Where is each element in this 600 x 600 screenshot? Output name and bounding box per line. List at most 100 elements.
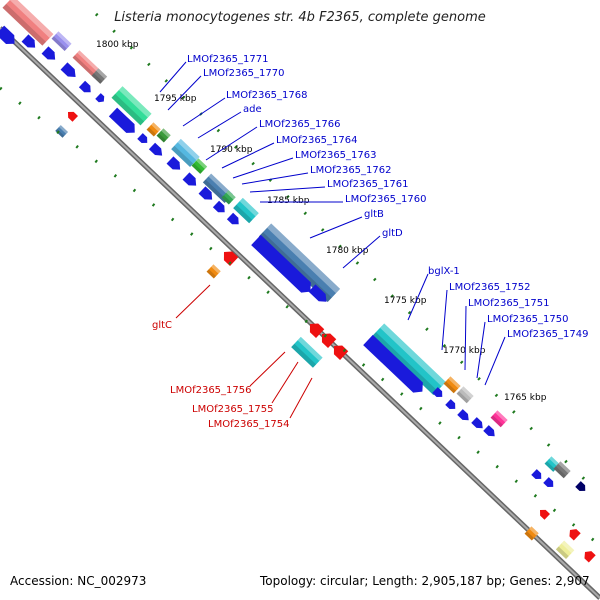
gene-label-text: bglX-1: [428, 266, 460, 277]
gene-label-text: LMOf2365_1763: [295, 150, 377, 161]
cds-12: [198, 186, 213, 200]
cds-14: [226, 212, 239, 225]
gene-label-text: LMOf2365_1754: [208, 419, 290, 430]
rcds-6: [540, 509, 551, 520]
leader-line: [205, 126, 258, 161]
forward-gene-labels: LMOf2365_1771 LMOf2365_1770 LMOf2365_176…: [159, 54, 589, 386]
tick-label-1780: 1780 kbp: [326, 246, 369, 256]
cds-3: [41, 46, 56, 60]
cds-15: [308, 284, 327, 302]
leader-line: [476, 321, 486, 379]
band-orange-2: [443, 376, 461, 394]
band-grey-3: [553, 461, 571, 479]
leader-line: [249, 351, 286, 387]
cds-20: [471, 417, 483, 429]
gene-label-LMOf2365_1771[interactable]: LMOf2365_1771: [159, 54, 269, 93]
gene-label-text: LMOf2365_1752: [449, 282, 531, 293]
band-pink: [490, 410, 508, 428]
band-green-1: [156, 128, 171, 143]
band-skyblue: [171, 138, 200, 167]
tick-label-1770: 1770 kbp: [443, 346, 486, 356]
gene-label-LMOf2365_1766[interactable]: LMOf2365_1766: [205, 119, 341, 161]
gene-label-LMOf2365_1768[interactable]: LMOf2365_1768: [182, 90, 308, 127]
rcds-2: [223, 251, 239, 266]
leader-line: [441, 289, 448, 351]
gene-label-LMOf2365_1763[interactable]: LMOf2365_1763: [232, 150, 377, 179]
cds-18: [445, 399, 456, 410]
cds-10: [166, 156, 181, 170]
band-salmon-2: [72, 50, 102, 79]
band-mint: [111, 86, 152, 126]
leader-line: [221, 142, 275, 169]
gene-label-LMOf2365_1751[interactable]: LMOf2365_1751: [464, 298, 550, 371]
gene-label-LMOf2365_1755[interactable]: LMOf2365_1755: [192, 361, 299, 415]
cds-23: [543, 477, 554, 488]
leader-line: [342, 235, 381, 269]
gene-label-LMOf2365_1752[interactable]: LMOf2365_1752: [441, 282, 531, 351]
cds-13: [212, 200, 225, 213]
gene-label-LMOf2365_1749[interactable]: LMOf2365_1749: [484, 329, 589, 386]
cds-21: [483, 425, 495, 437]
genome-backbone-highlight: [0, 27, 600, 599]
gene-label-LMOf2365_1754[interactable]: LMOf2365_1754: [208, 377, 313, 430]
tick-label-1765: 1765 kbp: [504, 393, 547, 403]
gene-label-LMOf2365_1770[interactable]: LMOf2365_1770: [167, 68, 285, 111]
accession-label: Accession: NC_002973: [10, 574, 147, 588]
tick-label-1785: 1785 kbp: [267, 196, 310, 206]
leader-line: [484, 336, 506, 386]
band-rev-yellow: [555, 540, 575, 559]
gene-label-gltC[interactable]: gltC: [152, 284, 211, 331]
gene-label-gltB[interactable]: gltB: [309, 209, 384, 239]
rcds-7: [569, 529, 581, 541]
scale-labels: 1800 kbp 1795 kbp 1790 kbp 1785 kbp 1780…: [96, 40, 547, 403]
leader-line: [197, 111, 242, 139]
leader-line: [407, 273, 429, 321]
map-title: Listeria monocytogenes str. 4b F2365, co…: [114, 10, 486, 25]
tick-label-1775: 1775 kbp: [384, 296, 427, 306]
gene-label-LMOf2365_1760[interactable]: LMOf2365_1760: [260, 194, 427, 205]
cds-11: [182, 172, 197, 186]
cds-6: [95, 93, 105, 103]
tick-label-1795: 1795 kbp: [154, 94, 197, 104]
cds-8: [137, 133, 148, 144]
leader-line: [241, 172, 309, 185]
gene-label-text: LMOf2365_1764: [276, 135, 358, 146]
gene-label-ade[interactable]: ade: [197, 104, 262, 139]
tick-label-1790: 1790 kbp: [210, 145, 253, 155]
gene-label-LMOf2365_1756[interactable]: LMOf2365_1756: [170, 351, 286, 396]
band-grey-2: [456, 386, 474, 404]
band-lavender: [51, 31, 72, 52]
gene-label-LMOf2365_1764[interactable]: LMOf2365_1764: [221, 135, 358, 169]
rcds-3: [309, 323, 325, 338]
gene-label-LMOf2365_1762[interactable]: LMOf2365_1762: [241, 165, 392, 185]
rcds-1: [68, 111, 79, 122]
cds-4: [60, 62, 76, 78]
gene-label-LMOf2365_1750[interactable]: LMOf2365_1750: [476, 314, 569, 379]
band-gltB: [258, 223, 341, 302]
leader-line: [271, 361, 299, 404]
leader-line: [159, 61, 187, 93]
leader-line: [182, 97, 226, 127]
gene-label-text: LMOf2365_1760: [345, 194, 427, 205]
cds-24: [575, 481, 586, 492]
cds-17: [432, 387, 443, 398]
gene-label-gltD[interactable]: gltD: [342, 228, 403, 269]
band-green-3: [221, 190, 236, 205]
gene-label-text: ade: [243, 104, 262, 115]
feature-layer: [0, 0, 596, 563]
gene-label-text: LMOf2365_1770: [203, 68, 285, 79]
cds-2: [21, 34, 36, 48]
cds-19: [457, 409, 469, 421]
gene-label-text: gltC: [152, 320, 172, 331]
leader-line: [232, 157, 294, 179]
gene-label-bglX-1[interactable]: bglX-1: [407, 266, 460, 321]
leader-line: [464, 305, 467, 371]
gene-label-LMOf2365_1761[interactable]: LMOf2365_1761: [249, 179, 409, 193]
gene-label-text: LMOf2365_1751: [468, 298, 550, 309]
gene-label-text: LMOf2365_1749: [507, 329, 589, 340]
cds-9: [148, 142, 163, 156]
tick-label-1800: 1800 kbp: [96, 40, 139, 50]
band-rev-left: [55, 125, 69, 138]
leader-line: [175, 284, 211, 319]
